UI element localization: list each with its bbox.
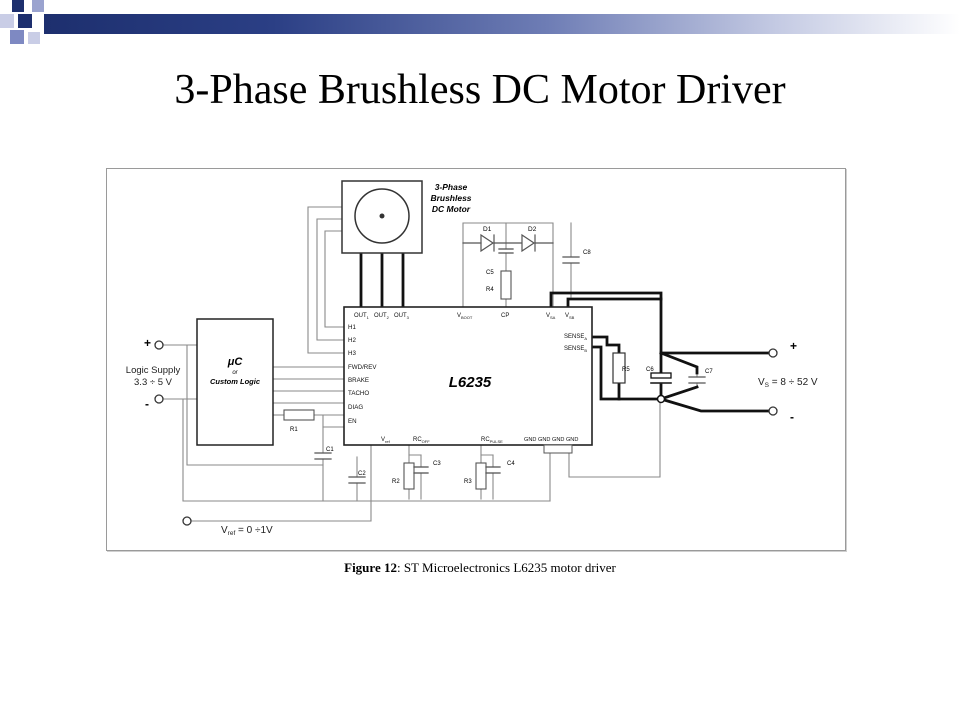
- pin-h1: H1: [348, 324, 356, 331]
- capacitor-c5: [498, 248, 514, 254]
- label-r5: R5: [622, 367, 630, 373]
- figure-frame: 3-Phase Brushless DC Motor D1 D2 C5 R4 C…: [106, 168, 846, 551]
- gnd-connector: [543, 444, 573, 454]
- label-d1: D1: [483, 226, 492, 233]
- caption-figure-number: Figure 12: [344, 560, 397, 575]
- capacitor-c1: [314, 452, 332, 460]
- l6235-chip: [343, 306, 593, 446]
- mcu-label-1: μC: [227, 356, 244, 368]
- label-r4: R4: [486, 287, 494, 293]
- logic-plus-label: +: [144, 336, 151, 350]
- pin-vref: Vref: [381, 437, 391, 444]
- pin-brake: BRAKE: [348, 377, 369, 384]
- resistor-r3: [475, 462, 487, 490]
- figure-caption: Figure 12: ST Microelectronics L6235 mot…: [0, 560, 960, 576]
- motor-label-1: 3-Phase: [435, 182, 468, 192]
- mcu-label-3: Custom Logic: [210, 377, 261, 386]
- pin-out2: OUT2: [374, 313, 390, 320]
- capacitor-c8: [562, 256, 580, 264]
- pin-sense-a: SENSEA: [564, 334, 587, 341]
- capacitor-c3: [413, 466, 429, 474]
- resistor-r5: [612, 352, 626, 384]
- pin-vsb: VSB: [565, 313, 575, 320]
- label-r1: R1: [290, 427, 298, 433]
- capacitor-c7: [688, 376, 706, 384]
- capacitor-c6-plate: [650, 372, 672, 379]
- resistor-r4: [500, 270, 512, 300]
- label-r3: R3: [464, 479, 472, 485]
- pin-vboot: VBOOT: [457, 313, 473, 320]
- vref-label: Vref = 0 ÷1V: [221, 525, 273, 537]
- vs-label: VS = 8 ÷ 52 V: [758, 377, 818, 389]
- label-c4: C4: [507, 461, 515, 467]
- logic-supply-label-2: 3.3 ÷ 5 V: [134, 377, 173, 388]
- capacitor-c4: [485, 466, 501, 474]
- label-c7: C7: [705, 369, 713, 375]
- label-c2: C2: [358, 471, 366, 477]
- junction-node: [656, 394, 666, 404]
- pin-rc-off: RCOFF: [413, 437, 430, 444]
- label-c5: C5: [486, 270, 494, 276]
- label-c3: C3: [433, 461, 441, 467]
- vs-plus-label: +: [790, 339, 797, 353]
- pins-gnd: GND GND GND GND: [524, 437, 578, 443]
- pin-cp: CP: [501, 313, 509, 319]
- pin-out3: OUT3: [394, 313, 410, 320]
- capacitor-c2: [348, 476, 366, 484]
- pin-h3: H3: [348, 350, 356, 357]
- pin-h2: H2: [348, 337, 356, 344]
- diode-d2: [521, 233, 554, 253]
- logic-minus-terminal: [154, 394, 164, 404]
- label-c1: C1: [326, 447, 334, 453]
- vs-minus-terminal: [768, 406, 778, 416]
- vs-minus-label: -: [790, 410, 794, 424]
- pin-rc-pulse: RCPULSE: [481, 437, 503, 444]
- vref-terminal: [182, 516, 192, 526]
- logic-supply-label-1: Logic Supply: [126, 365, 181, 376]
- motor-label-2: Brushless: [430, 193, 471, 203]
- caption-text: : ST Microelectronics L6235 motor driver: [396, 560, 616, 575]
- pin-sense-b: SENSEB: [564, 346, 587, 353]
- mcu-block: [196, 318, 274, 446]
- resistor-r1: [283, 409, 315, 421]
- label-d2: D2: [528, 226, 537, 233]
- label-r2: R2: [392, 479, 400, 485]
- label-c6: C6: [646, 367, 654, 373]
- vs-plus-terminal: [768, 348, 778, 358]
- chip-name: L6235: [449, 374, 492, 391]
- diode-d1: [462, 233, 522, 253]
- corner-squares-decoration: [0, 0, 44, 44]
- slide-title: 3-Phase Brushless DC Motor Driver: [174, 67, 786, 113]
- circuit-schematic: 3-Phase Brushless DC Motor D1 D2 C5 R4 C…: [126, 180, 818, 537]
- pin-tacho: TACHO: [348, 390, 369, 397]
- motor-center-dot: [379, 213, 385, 219]
- mcu-label-2: or: [232, 370, 238, 376]
- label-c8: C8: [583, 250, 591, 256]
- pin-out1: OUT1: [354, 313, 370, 320]
- resistor-r2: [403, 462, 415, 490]
- pin-vsa: VSA: [546, 313, 556, 320]
- pin-diag: DIAG: [348, 404, 363, 411]
- motor-label-3: DC Motor: [432, 204, 471, 214]
- pin-fwd-rev: FWD/REV: [348, 364, 377, 371]
- logic-minus-label: -: [145, 397, 149, 411]
- pin-en: EN: [348, 418, 357, 425]
- header-gradient-bar: [44, 14, 960, 34]
- logic-plus-terminal: [154, 340, 164, 350]
